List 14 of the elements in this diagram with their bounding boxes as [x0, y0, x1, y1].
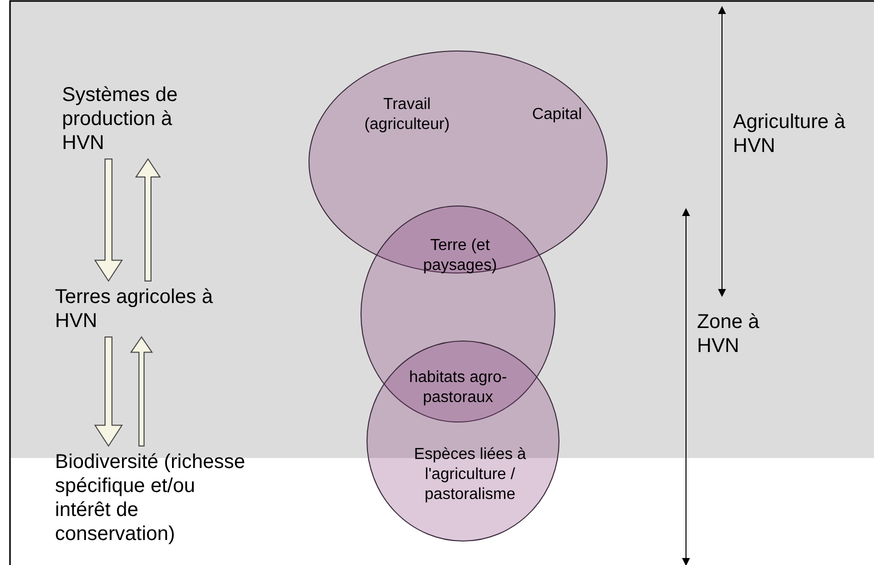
block-arrow: [130, 336, 153, 446]
span-label: Zone à HVN: [697, 310, 760, 358]
level-label: Biodiversité (richesse spécifique et/ou intérêt de conservation): [55, 450, 255, 546]
level-label: Systèmes de production à HVN: [62, 83, 212, 155]
block-arrow: [94, 336, 123, 447]
region-label: Espèces liées à l'agriculture / pastoralisme: [412, 445, 528, 505]
region-label: Travail (agriculteur): [363, 95, 451, 135]
overlap-label: Terre (et paysages): [422, 236, 498, 276]
level-label: Terres agricoles à HVN: [55, 285, 220, 333]
block-arrow: [94, 158, 123, 282]
overlap-label: habitats agro-pastoraux: [408, 368, 508, 408]
span-label: Agriculture à HVN: [733, 110, 846, 158]
block-arrow: [135, 158, 161, 282]
region-label: Capital: [531, 105, 583, 125]
